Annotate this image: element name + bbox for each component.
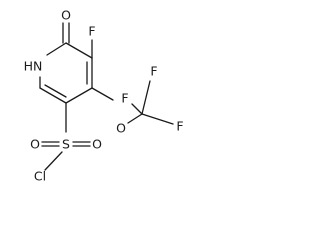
atom-o-ether: O xyxy=(116,121,126,136)
atom-f-ring: F xyxy=(88,24,95,39)
atom-f-top: F xyxy=(150,64,157,79)
atom-o-carbonyl: O xyxy=(61,8,71,23)
bond-c2-c3 xyxy=(65,42,93,59)
atom-o-sulfonyl-right: O xyxy=(92,137,102,152)
atom-s: S xyxy=(62,137,70,152)
cf3-bonds xyxy=(131,80,174,125)
bond-c5-c6 xyxy=(39,87,67,104)
atom-o-sulfonyl-left: O xyxy=(30,137,40,152)
bond-c4-c5 xyxy=(65,87,93,104)
atom-f-left: F xyxy=(121,91,128,106)
atom-nh: HN xyxy=(24,59,43,74)
chemical-structure: O F HN O F F F S O O Cl xyxy=(24,8,184,184)
atom-cl: Cl xyxy=(34,169,46,184)
ring-bonds xyxy=(39,42,93,104)
bond-c4-o xyxy=(91,87,114,101)
bond-s-cl xyxy=(44,151,63,171)
bond-o-c xyxy=(127,113,143,124)
atom-f-right: F xyxy=(176,119,183,134)
bond-n1-c2 xyxy=(46,42,67,56)
bond-c5-c6-inner xyxy=(44,84,67,98)
sulfonyl-o-left-bond xyxy=(41,141,60,147)
carbonyl-bond xyxy=(62,22,70,44)
sulfonyl-o-right-bond xyxy=(72,141,91,147)
